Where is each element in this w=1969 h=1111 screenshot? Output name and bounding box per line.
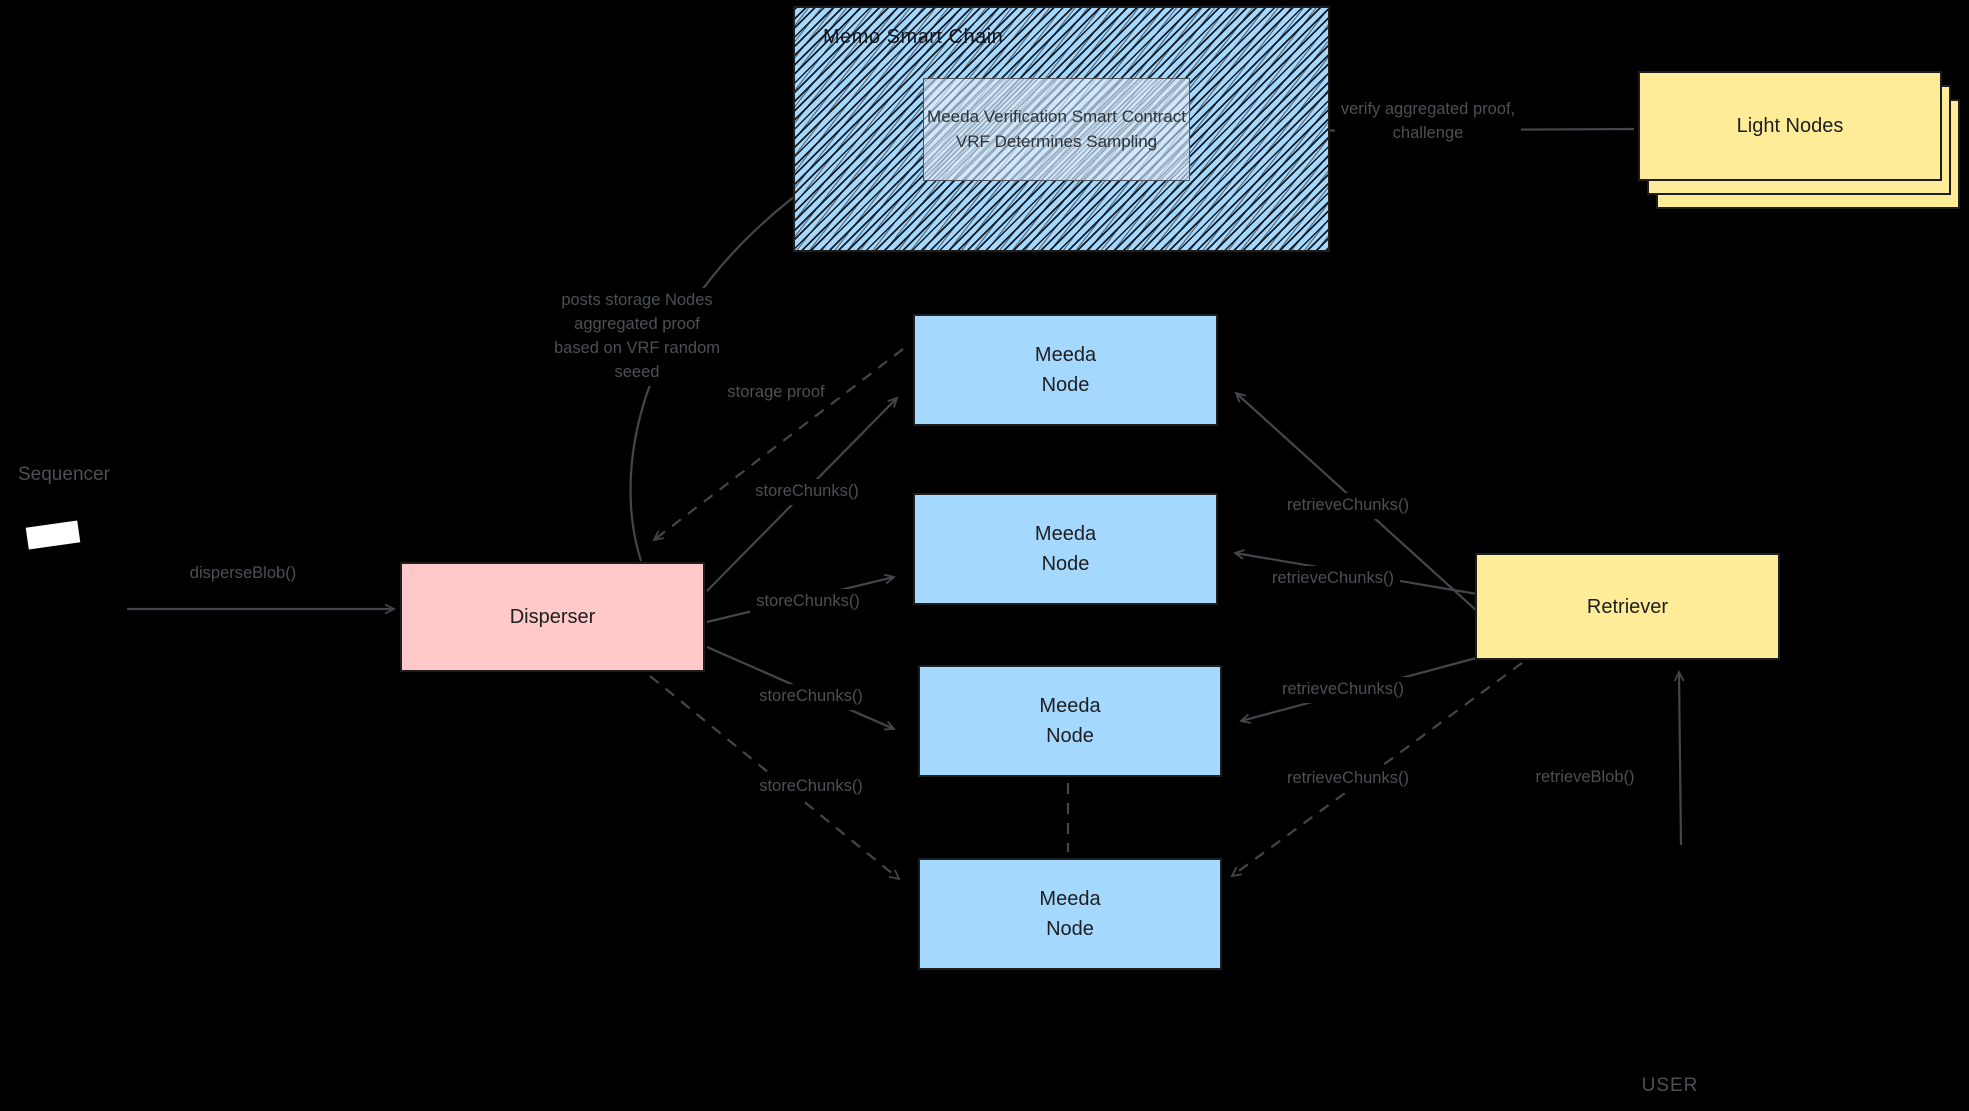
meeda-node-label: Node: [1041, 553, 1090, 575]
edge-label-store-chunks-4[interactable]: storeChunks(): [753, 774, 869, 800]
contract-label-line1: Meeda Verification Smart Contract: [927, 106, 1186, 126]
meeda-node-label: Meeda: [1034, 523, 1097, 545]
contract-label-line2: VRF Determines Sampling: [955, 131, 1158, 151]
meeda-node-box-2[interactable]: Meeda Node: [913, 493, 1218, 605]
posts-proof-line: based on VRF random: [553, 339, 721, 357]
edge-label-retrieve-chunks-1[interactable]: retrieveChunks(): [1281, 493, 1415, 519]
edge-label-verify-challenge[interactable]: verify aggregated proof, challenge: [1334, 97, 1522, 147]
meeda-node-label: Meeda: [1039, 695, 1101, 717]
edge-label-store-chunks-2[interactable]: storeChunks(): [750, 589, 866, 615]
sequencer-label: Sequencer: [18, 464, 110, 485]
edge-label-retrieve-chunks-2[interactable]: retrieveChunks(): [1266, 566, 1400, 592]
edge-label-store-chunks-1[interactable]: storeChunks(): [749, 479, 865, 505]
verification-contract-box[interactable]: Meeda Verification Smart Contract VRF De…: [923, 78, 1190, 181]
edge-label-posts-proof[interactable]: posts storage Nodes aggregated proof bas…: [547, 288, 727, 386]
edge-label-retrieve-blob[interactable]: retrieveBlob(): [1529, 765, 1641, 791]
light-nodes-label: Light Nodes: [1736, 115, 1844, 137]
meeda-node-box-4[interactable]: Meeda Node: [918, 858, 1222, 970]
meeda-node-label: Meeda: [1034, 344, 1097, 366]
edge-label-store-chunks-3[interactable]: storeChunks(): [753, 684, 869, 710]
arrow-retrieve-blob[interactable]: [1679, 672, 1681, 846]
verify-line: verify aggregated proof,: [1340, 100, 1516, 119]
chain-title: Memo Smart Chain: [823, 26, 1004, 48]
meeda-node-label: Node: [1046, 725, 1094, 747]
meeda-node-label: Node: [1041, 374, 1090, 396]
retriever-box[interactable]: Retriever: [1475, 553, 1780, 660]
light-nodes-box[interactable]: Light Nodes: [1638, 71, 1942, 181]
edge-label-retrieve-chunks-3[interactable]: retrieveChunks(): [1276, 677, 1410, 703]
edge-label-storage-proof[interactable]: storage proof: [721, 380, 831, 406]
edge-label-disperse-blob[interactable]: disperseBlob(): [183, 561, 303, 587]
meeda-node-box-3[interactable]: Meeda Node: [918, 665, 1222, 777]
user-label: USER: [1635, 1071, 1705, 1101]
posts-proof-line: posts storage Nodes: [561, 291, 713, 310]
meeda-node-label: Meeda: [1039, 888, 1101, 910]
meeda-node-box-1[interactable]: Meeda Node: [913, 314, 1218, 426]
arrow-storage-proof[interactable]: [654, 348, 904, 540]
edge-label-retrieve-chunks-4[interactable]: retrieveChunks(): [1281, 766, 1415, 792]
meeda-node-label: Node: [1046, 918, 1094, 940]
retriever-label: Retriever: [1586, 595, 1669, 618]
disperser-box[interactable]: Disperser: [400, 562, 705, 672]
posts-proof-line: seeed: [614, 362, 660, 381]
posts-proof-line: aggregated proof: [574, 315, 700, 334]
disperser-label: Disperser: [509, 606, 596, 628]
verify-line: challenge: [1392, 124, 1464, 142]
